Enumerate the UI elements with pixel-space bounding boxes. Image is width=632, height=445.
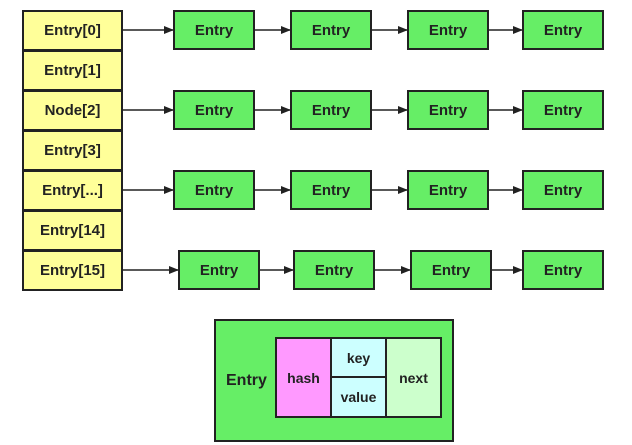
table-cell: Entry[1] [22, 50, 123, 91]
entry-node: Entry [522, 170, 604, 210]
entry-node: Entry [173, 10, 255, 50]
entry-node: Entry [173, 170, 255, 210]
table-cell: Node[2] [22, 90, 123, 131]
key-field: key [330, 337, 387, 378]
entry-node: Entry [290, 170, 372, 210]
entry-node: Entry [410, 250, 492, 290]
entry-node: Entry [407, 90, 489, 130]
table-cell: Entry[14] [22, 210, 123, 251]
entry-node: Entry [178, 250, 260, 290]
entry-node: Entry [290, 10, 372, 50]
entry-node: Entry [407, 170, 489, 210]
entry-node: Entry [407, 10, 489, 50]
entry-node: Entry [173, 90, 255, 130]
entry-node: Entry [290, 90, 372, 130]
entry-node: Entry [522, 250, 604, 290]
entry-node: Entry [293, 250, 375, 290]
next-field: next [385, 337, 442, 418]
table-cell: Entry[3] [22, 130, 123, 171]
hash-field: hash [275, 337, 332, 418]
table-cell: Entry[0] [22, 10, 123, 51]
table-cell: Entry[...] [22, 170, 123, 211]
table-cell: Entry[15] [22, 250, 123, 291]
value-field: value [330, 376, 387, 418]
entry-node: Entry [522, 90, 604, 130]
legend-title: Entry [226, 371, 267, 389]
entry-node: Entry [522, 10, 604, 50]
